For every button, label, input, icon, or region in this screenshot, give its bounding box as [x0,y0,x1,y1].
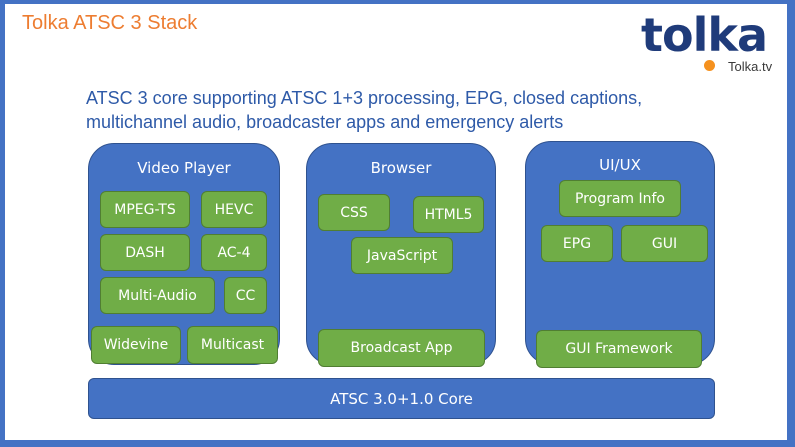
chip-ac-4: AC-4 [201,234,267,271]
chip-multi-audio: Multi-Audio [100,277,215,314]
chip-css: CSS [318,194,390,231]
chip-html5: HTML5 [413,196,484,233]
chip-multicast: Multicast [187,326,278,364]
group-label: Browser [370,159,432,177]
chip-mpeg-ts: MPEG-TS [100,191,190,228]
chip-javascript: JavaScript [351,237,453,274]
logo-dot-icon [704,60,715,71]
chip-cc: CC [224,277,267,314]
group-label: Video Player [137,159,231,177]
chip-widevine: Widevine [91,326,181,364]
group-label: UI/UX [599,156,641,174]
slide-title: Tolka ATSC 3 Stack [22,12,198,34]
chip-program-info: Program Info [559,180,681,217]
logo-url: Tolka.tv [728,59,773,74]
core-layer: ATSC 3.0+1.0 Core [88,378,715,419]
chip-dash: DASH [100,234,190,271]
tolka-logo: tolka Tolka.tv [641,10,791,80]
chip-hevc: HEVC [201,191,267,228]
chip-gui-framework: GUI Framework [536,330,702,368]
logo-wordmark: tolka [641,8,768,62]
chip-broadcast-app: Broadcast App [318,329,485,367]
subtitle: ATSC 3 core supporting ATSC 1+3 processi… [86,88,643,132]
chip-epg: EPG [541,225,613,262]
chip-gui: GUI [621,225,708,262]
